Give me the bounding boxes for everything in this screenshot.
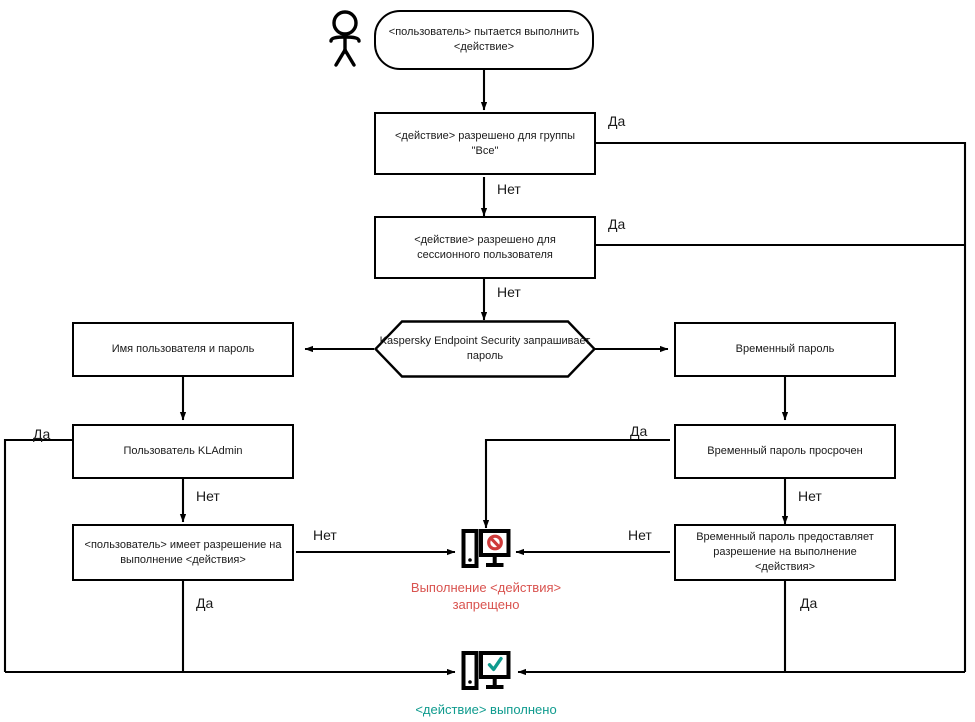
node-temp-password-expired-label: Временный пароль просрочен	[707, 445, 863, 458]
edge-label-everyone-yes: Да	[608, 113, 626, 129]
node-temp-password-grants-permission-label: Временный пароль предоставляет разрешени…	[696, 531, 874, 573]
user-actor-icon	[329, 10, 361, 67]
node-allowed-for-everyone-label: <действие> разрешено для группы "Все"	[395, 129, 575, 157]
terminator-denied-caption: Выполнение <действия> запрещено	[411, 580, 561, 614]
node-username-and-password-label: Имя пользователя и пароль	[111, 343, 255, 356]
edge-label-grants-yes: Да	[800, 595, 818, 611]
node-temporary-password-label: Временный пароль	[735, 343, 835, 356]
node-temp-password-grants-permission: Временный пароль предоставляет разрешени…	[674, 524, 896, 581]
node-allowed-for-everyone: <действие> разрешено для группы "Все"	[374, 112, 596, 175]
edge-label-permission-no: Нет	[313, 527, 337, 543]
edge-label-grants-no: Нет	[628, 527, 652, 543]
node-temporary-password: Временный пароль	[674, 322, 896, 377]
terminator-denied: Выполнение <действия> запрещено	[411, 528, 561, 614]
terminator-allowed: <действие> выполнено	[415, 650, 557, 719]
terminator-denied-line1: Выполнение <действия>	[410, 580, 562, 595]
terminator-allowed-caption: <действие> выполнено	[415, 702, 557, 717]
computer-blocked-icon	[461, 529, 511, 568]
node-kladmin-user-label: Пользователь KLAdmin	[123, 445, 243, 458]
node-kladmin-user: Пользователь KLAdmin	[72, 424, 294, 479]
node-start-label: <пользователь> пытается выполнить <дейст…	[388, 26, 580, 53]
edge-label-kladmin-yes: Да	[33, 426, 51, 442]
hexagon-shape	[374, 320, 596, 378]
node-user-has-permission: <пользователь> имеет разрешение на выпол…	[72, 524, 294, 581]
node-kes-asks-password: Kaspersky Endpoint Security запрашивает …	[374, 320, 596, 378]
edge-label-expired-no: Нет	[798, 488, 822, 504]
node-username-and-password: Имя пользователя и пароль	[72, 322, 294, 377]
edge-label-session-no: Нет	[497, 284, 521, 300]
node-allowed-for-session-user-label: <действие> разрешено для сессионного пол…	[414, 233, 556, 261]
terminator-denied-line2: запрещено	[452, 596, 520, 612]
edge-label-session-yes: Да	[608, 216, 626, 232]
node-allowed-for-session-user: <действие> разрешено для сессионного пол…	[374, 216, 596, 279]
edge-label-everyone-no: Нет	[497, 181, 521, 197]
node-kes-asks-password-label: Kaspersky Endpoint Security запрашивает …	[379, 335, 591, 362]
node-temp-password-expired: Временный пароль просрочен	[674, 424, 896, 479]
edge-label-expired-yes: Да	[630, 423, 648, 439]
node-user-has-permission-label: <пользователь> имеет разрешение на выпол…	[84, 538, 282, 566]
node-start: <пользователь> пытается выполнить <дейст…	[374, 10, 594, 70]
edge-label-permission-yes: Да	[196, 595, 214, 611]
computer-check-icon	[461, 651, 511, 690]
edge-label-kladmin-no: Нет	[196, 488, 220, 504]
